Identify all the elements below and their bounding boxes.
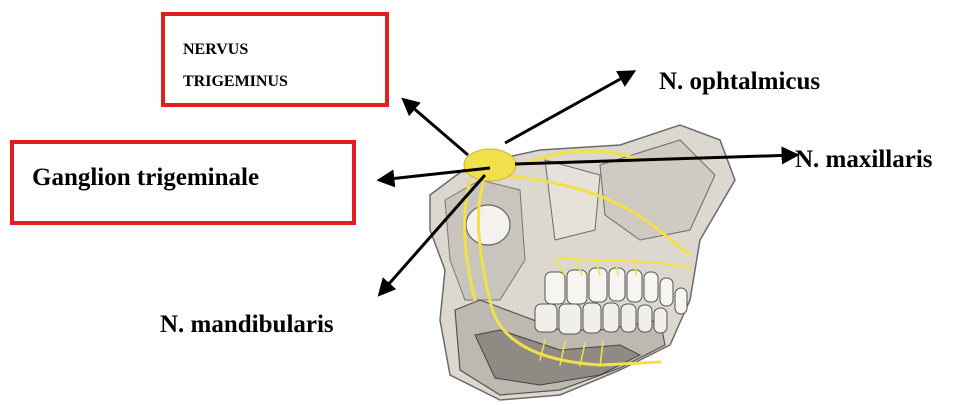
nervus-label-line2: TRIGEMINUS <box>183 66 288 98</box>
n-ophtalmicus-label: N. ophtalmicus <box>659 68 820 96</box>
arrow-nervus <box>404 100 468 155</box>
lower-teeth <box>535 303 667 334</box>
n-maxillaris-label: N. maxillaris <box>795 146 933 174</box>
ganglion-shape <box>464 149 516 181</box>
n-mandibularis-label: N. mandibularis <box>160 311 334 339</box>
nervus-label-line1: NERVUS <box>183 34 288 66</box>
nervus-trigeminus-label: NERVUS TRIGEMINUS <box>183 34 288 98</box>
arrow-ophtalmicus <box>505 72 633 143</box>
ganglion-trigeminale-label: Ganglion trigeminale <box>32 164 259 192</box>
